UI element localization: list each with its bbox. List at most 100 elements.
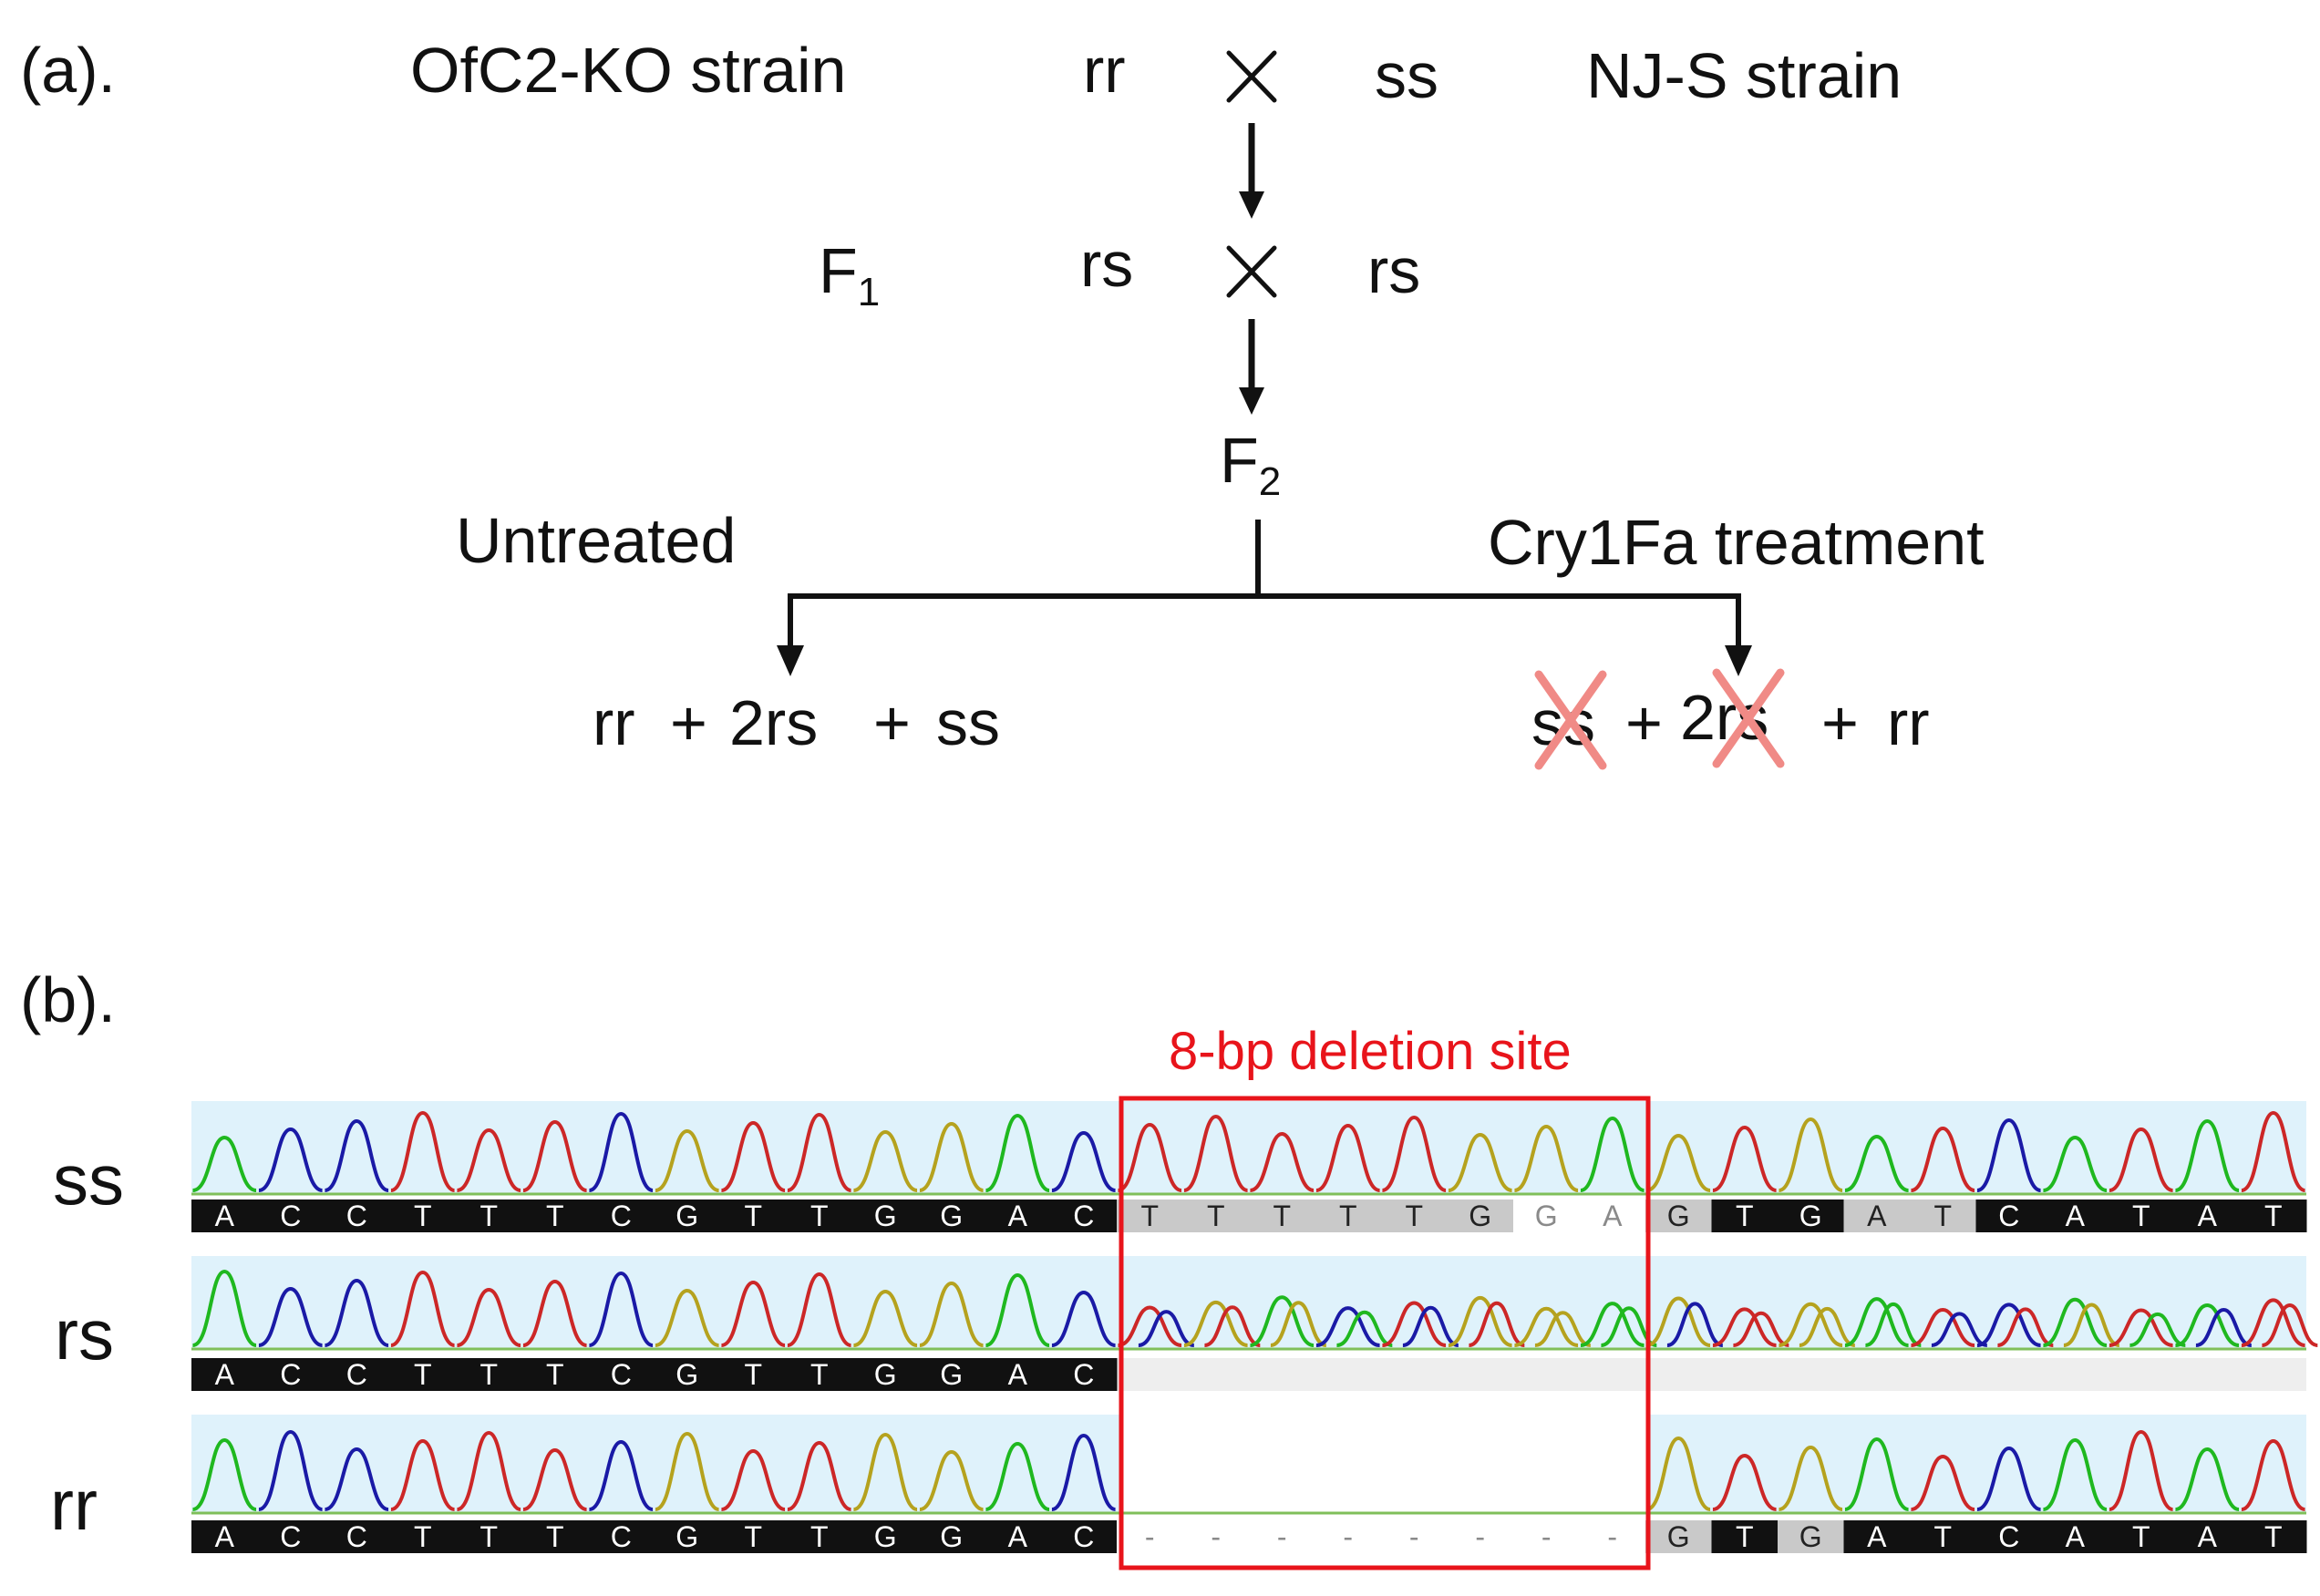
base-call: A (1867, 1520, 1887, 1553)
arrow-f1-to-f2 (1239, 319, 1264, 415)
base-call: C (1998, 1200, 2019, 1232)
f2-label: F2 (1220, 425, 1282, 504)
peak-C (324, 1118, 389, 1192)
peak-C (588, 1439, 654, 1511)
branch-left-label: Untreated (456, 505, 737, 576)
parent-right-name: NJ-S strain (1586, 40, 1902, 111)
base-cell (985, 1520, 1051, 1553)
base-call: C (1073, 1520, 1094, 1553)
base-call: A (2066, 1200, 2086, 1232)
base-cell (1182, 1200, 1250, 1232)
trace-background (1650, 1415, 2306, 1513)
base-cell (1778, 1200, 1844, 1232)
peak-G (1645, 1436, 1711, 1511)
offspring-left-3: + (873, 687, 911, 758)
base-cell (257, 1358, 325, 1391)
base-cell (2042, 1520, 2109, 1553)
peak-G (919, 1449, 985, 1511)
row-label-rs: rs (55, 1294, 114, 1375)
branch-right-label: Cry1Fa treatment (1488, 507, 1985, 578)
peak-C (2195, 1307, 2253, 1347)
arrow-treatment (1725, 645, 1752, 676)
base-cell (2108, 1520, 2175, 1553)
offspring-right-3: + (1821, 687, 1859, 758)
base-call: A (1867, 1200, 1887, 1232)
peak-T (1996, 1307, 2054, 1347)
base-cell (654, 1520, 721, 1553)
base-cell (456, 1200, 522, 1232)
peak-T (1203, 1305, 1261, 1347)
peak-T (2241, 1438, 2306, 1511)
base-cell (654, 1200, 721, 1232)
base-cell (786, 1358, 853, 1391)
peak-C (1666, 1302, 1724, 1347)
base-call: G (874, 1358, 897, 1391)
base-call: A (215, 1358, 235, 1391)
base-call: C (611, 1200, 632, 1232)
base-call: T (414, 1520, 432, 1553)
base-cell (1050, 1200, 1118, 1232)
peak-T (1183, 1114, 1249, 1192)
peak-G (919, 1281, 985, 1347)
peak-T (720, 1120, 786, 1192)
base-cell (389, 1520, 457, 1553)
base-cell (1182, 1520, 1250, 1553)
base-cell (1315, 1200, 1382, 1232)
row-label-rr: rr (50, 1465, 98, 1545)
base-call: G (940, 1200, 963, 1232)
base-cell (1050, 1520, 1118, 1553)
base-cell (1910, 1200, 1976, 1232)
base-cell (852, 1520, 919, 1553)
base-call: T (810, 1520, 829, 1553)
base-cell (852, 1358, 919, 1391)
base-call: T (1933, 1200, 1952, 1232)
peak-T (2109, 1429, 2174, 1511)
base-call: T (479, 1200, 498, 1232)
base-call: T (1405, 1200, 1423, 1232)
peak-G (655, 1128, 720, 1192)
base-call: T (1933, 1520, 1952, 1553)
peak-A (1844, 1297, 1910, 1347)
deletion-site-box (1119, 1096, 1651, 1570)
peak-A (1844, 1134, 1910, 1192)
base-call: A (2198, 1520, 2218, 1553)
base-call: T (479, 1520, 498, 1553)
base-call: C (346, 1520, 367, 1553)
peak-C (588, 1271, 654, 1347)
base-cell (456, 1520, 522, 1553)
base-call: - (1211, 1520, 1221, 1553)
base-call: G (675, 1200, 698, 1232)
base-cell (1579, 1200, 1646, 1232)
peak-T (1249, 1131, 1315, 1192)
base-call: C (346, 1358, 367, 1391)
base-call: A (1008, 1358, 1028, 1391)
base-cell (1975, 1520, 2043, 1553)
eliminated-ss-mark (1534, 670, 1607, 770)
base-cell (588, 1200, 655, 1232)
base-cell (324, 1520, 390, 1553)
trace-background (191, 1415, 1119, 1513)
peak-T (1382, 1301, 1447, 1347)
branch-lines (788, 520, 1741, 649)
peak-T (1910, 1454, 1975, 1511)
peak-A (2174, 1118, 2240, 1192)
peak-C (588, 1111, 654, 1192)
arrow-parents-to-f1 (1239, 123, 1264, 219)
peak-T (522, 1279, 588, 1347)
peak-C (324, 1447, 389, 1511)
base-cell (1513, 1520, 1580, 1553)
base-cell (1447, 1520, 1514, 1553)
panel-a-label: (a). (20, 35, 116, 106)
base-call: T (414, 1358, 432, 1391)
base-call: A (215, 1520, 235, 1553)
peak-C (1051, 1130, 1117, 1192)
cross-symbol-parents (1226, 50, 1277, 103)
base-call: C (611, 1358, 632, 1391)
base-cell (1117, 1200, 1183, 1232)
base-cell (1249, 1200, 1315, 1232)
offspring-right-4: rr (1887, 687, 1930, 758)
base-cell (918, 1200, 985, 1232)
base-call: A (1008, 1200, 1028, 1232)
